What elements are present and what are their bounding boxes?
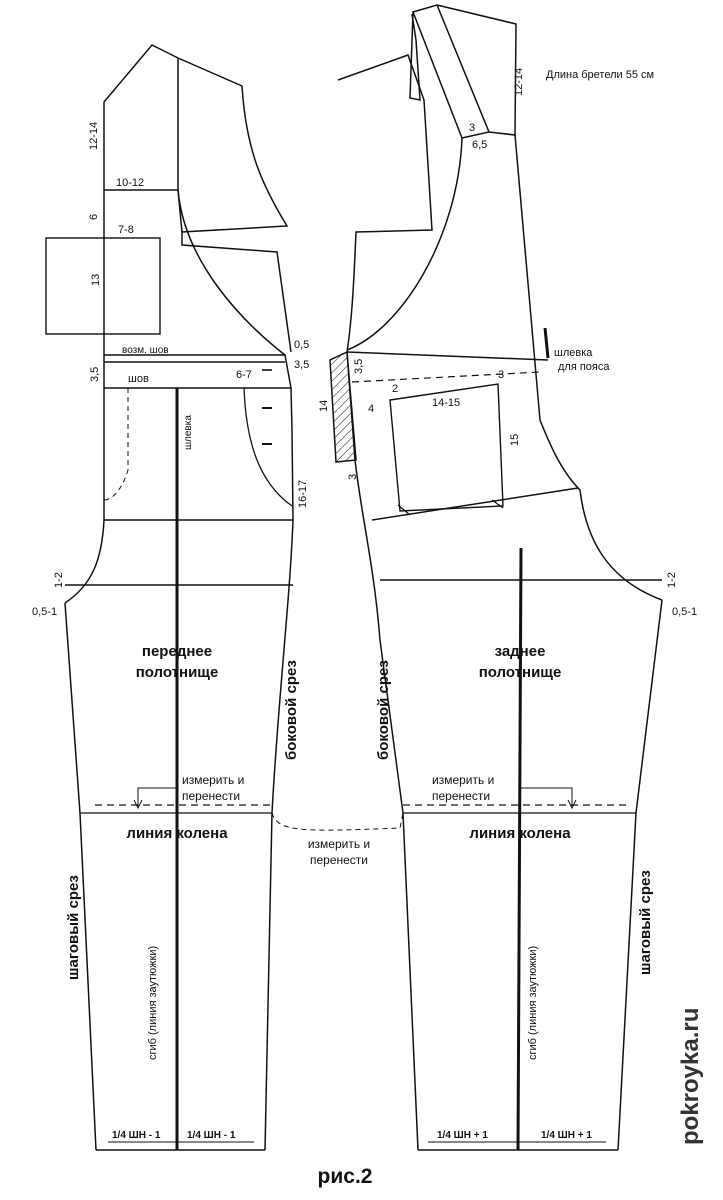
front-knee-label: линия колена [126,825,228,842]
front-dim-pocket-w: 7-8 [118,224,134,236]
back-hem-left: 1/4 ШН + 1 [437,1130,488,1141]
back-belt-loop [543,327,550,359]
front-dim-neck: 10-12 [116,177,144,189]
front-waistband [104,354,292,389]
back-dim-band: 3,5 [353,359,365,374]
back-panel-title-2: полотнище [479,664,562,681]
front-bib-outline [103,44,292,353]
front-belt-loop: шлевка [183,415,194,450]
back-dim-side-c: 2 [392,383,398,395]
back-dim-yoke: 3 [498,369,504,381]
front-fly-curve [243,387,293,507]
back-measure-2: перенести [432,789,490,803]
front-measure-1: измерить и [182,773,244,787]
back-belt-loop-1: шлевка [554,347,593,359]
back-dim-strap-b: 6,5 [472,139,487,151]
back-knee-label: линия колена [469,825,571,842]
back-side-seam-label: боковой срез [375,660,392,760]
front-arrow-head [133,799,143,810]
front-bib-pocket [45,237,161,335]
back-hip-line [371,487,579,521]
back-inseam-label: шаговый срез [637,870,654,975]
back-arrow-head [567,799,577,810]
back-dim-pocket-h: 15 [509,434,521,446]
front-side-seam-label: боковой срез [283,660,300,760]
front-dim-fly: 16-17 [297,480,309,508]
front-panel-title-2: полотнище [136,664,219,681]
front-side-seam [264,387,294,1151]
back-strap-outer [409,11,421,101]
back-dim-side-d: 4 [368,403,374,415]
front-dim-band: 3,5 [89,367,101,382]
front-dim-pocket-h: 13 [90,274,102,286]
front-dim-crotch-b: 0,5-1 [32,606,57,618]
back-pocket [389,383,504,512]
front-labels: 12-14 10-12 6 7-8 13 возм. шов 0,5 3,5 3… [32,122,309,1141]
knee-connector-dash [271,812,404,831]
back-panel-title-1: заднее [495,643,546,660]
site-watermark: pokroyka.ru [677,1008,704,1145]
back-side-seam-right [514,134,663,601]
back-bib-left [337,54,433,353]
back-dim-crotch-b: 0,5-1 [672,606,697,618]
back-dim-side-b: 3 [347,474,359,480]
back-dim-pocket-w: 14-15 [432,397,460,409]
front-measure-2: перенести [182,789,240,803]
front-dim-dart: 6-7 [236,369,252,381]
front-panel-title-1: переднее [142,643,212,660]
back-fold-label: сгиб (линия заутюжки) [527,946,539,1060]
back-dim-crotch-a: 1-2 [666,572,678,588]
back-dim-side-a: 14 [318,400,330,412]
center-measure-1: измерить и [308,837,370,851]
front-seam-label: шов [128,373,149,385]
front-hem-left: 1/4 ШН - 1 [112,1130,161,1141]
back-yoke-dash [351,371,541,383]
back-strap-note: Длина бретели 55 см [546,69,654,81]
front-dim-bib: 6 [88,214,100,220]
back-side-insert [329,350,357,463]
front-measure-arrow [137,787,178,806]
back-waist-line [346,351,549,361]
front-crotch-curve [64,519,105,604]
front-possible-seam: возм. шов [122,345,169,356]
back-hem-right: 1/4 ШН + 1 [541,1130,592,1141]
back-panel [329,4,663,1151]
front-dim-strap: 12-14 [88,122,100,150]
back-labels: 12-14 Длина бретели 55 см 3 6,5 шлевка д… [318,68,697,1141]
back-dim-strap: 12-14 [513,68,525,96]
back-crease-line [516,547,523,1151]
back-side-seam-left [346,351,419,1151]
back-pocket-corner-1 [397,504,411,516]
front-dim-waist-b: 3,5 [294,359,309,371]
front-armhole-curve [177,189,286,356]
back-pocket-corner-2 [491,499,504,509]
back-measure-1: измерить и [432,773,494,787]
front-dim-crotch-a: 1-2 [53,572,65,588]
front-neck-edge [104,189,183,233]
figure-caption: рис.2 [318,1165,373,1188]
back-dim-strap-a: 3 [469,122,475,134]
front-dim-waist-a: 0,5 [294,339,309,351]
back-strap-side [436,4,517,136]
back-belt-loop-2: для пояса [558,361,610,373]
front-pocket-dash [103,388,129,501]
front-hem-right: 1/4 ШН - 1 [187,1130,236,1141]
back-armhole-curve [346,137,463,351]
front-inseam-label: шаговый срез [65,875,82,980]
front-panel [45,44,294,1151]
front-fold-label: сгиб (линия заутюжки) [147,946,159,1060]
back-measure-arrow [520,787,573,806]
center-measure-2: перенести [310,853,368,867]
